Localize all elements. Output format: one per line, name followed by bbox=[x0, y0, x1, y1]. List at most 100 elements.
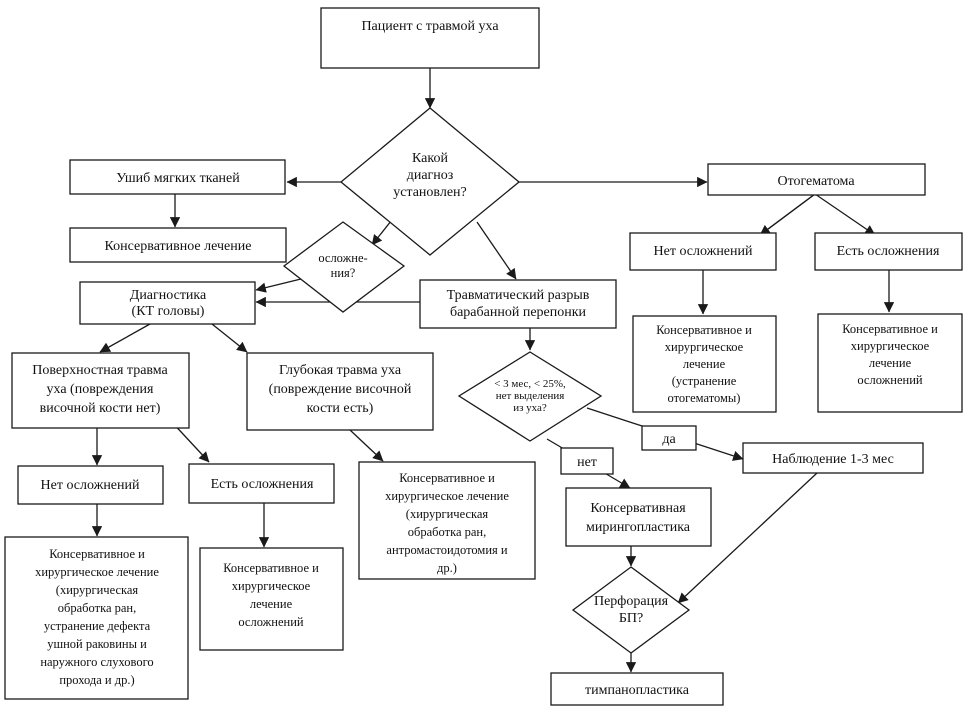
deep-line: кости есть) bbox=[307, 401, 374, 416]
node-tympano: тимпанопластика bbox=[550, 672, 724, 706]
sup-no-tx-line: наружного слухового bbox=[40, 655, 153, 669]
cons1-line: Консервативное лечение bbox=[105, 239, 252, 254]
node-sup-yes-tx-text: Консервативное ихирургическоелечениеосло… bbox=[223, 561, 319, 629]
sup-yes-tx-line: хирургическое bbox=[232, 579, 311, 593]
q-diag-line: диагноз bbox=[407, 168, 454, 183]
q-perf-line: БП? bbox=[619, 611, 643, 626]
myringo-line: мирингопластика bbox=[586, 520, 691, 535]
q-small-line: из уха? bbox=[513, 402, 547, 414]
node-sup-yes-tx: Консервативное ихирургическоелечениеосло… bbox=[199, 547, 344, 651]
sup-yes-tx-line: осложнений bbox=[238, 615, 304, 629]
node-deep-box bbox=[246, 352, 434, 431]
sup-no-tx-line: Консервативное и bbox=[49, 547, 145, 561]
node-oth-yes: Есть осложнения bbox=[814, 232, 963, 271]
edge-othematoma-split bbox=[759, 193, 876, 236]
node-deep-tx-box bbox=[358, 461, 536, 580]
node-q-small-shape bbox=[457, 351, 603, 442]
deep-line: (повреждение височной bbox=[269, 382, 412, 397]
q-diag-line: Какой bbox=[412, 151, 448, 166]
node-oth-yes-text: Есть осложнения bbox=[837, 244, 940, 259]
node-oth-no-tx-text: Консервативное и хирургическое лечение (уст… bbox=[656, 323, 752, 405]
q-compl-line: осложне- bbox=[318, 251, 367, 265]
node-superficial-text: Поверхностная травма уха (повреждения висо… bbox=[32, 363, 168, 416]
deep-tx-line: антромастоидотомия и bbox=[386, 543, 508, 557]
deep-tx-line: др.) bbox=[437, 561, 457, 575]
oth-no-tx-line: (устранение bbox=[672, 374, 737, 388]
sup-no-line: Нет осложнений bbox=[41, 478, 141, 493]
node-oth-no: Нет осложнений bbox=[629, 232, 777, 271]
node-deep-text: Глубокая травма уха (повреждение височной… bbox=[269, 363, 412, 416]
node-rupture-text: Травматический разрыв барабанной перепонк… bbox=[447, 288, 590, 320]
oth-no-tx-line: хирургическое bbox=[665, 340, 744, 354]
q-compl-line: ния? bbox=[331, 266, 356, 280]
node-q-compl-text: осложне-ния? bbox=[318, 251, 367, 280]
rupture-line: барабанной перепонки bbox=[450, 305, 587, 320]
oth-no-line: Нет осложнений bbox=[654, 244, 754, 259]
node-start-box bbox=[320, 7, 540, 69]
diag-ct-line: Диагностика bbox=[130, 288, 207, 303]
oth-yes-tx-line: осложнений bbox=[857, 373, 923, 387]
sup-no-tx-line: прохода и др.) bbox=[59, 673, 134, 687]
node-start: Пациент с травмой уха bbox=[320, 7, 540, 69]
node-bruise-text: Ушиб мягких тканей bbox=[116, 171, 240, 186]
node-q-diag-text: Какой диагноз установлен? bbox=[393, 151, 467, 200]
node-cons1: Консервативное лечение bbox=[69, 227, 287, 263]
edge-label-no: нет bbox=[560, 447, 614, 475]
node-diag-ct: Диагностика(КТ головы) bbox=[79, 281, 256, 325]
edge-label-yes-box bbox=[641, 425, 697, 451]
rupture-line: Травматический разрыв bbox=[447, 288, 590, 303]
node-observe-box bbox=[742, 442, 924, 474]
node-q-compl: осложне-ния? bbox=[282, 221, 406, 313]
node-oth-yes-tx-box bbox=[817, 313, 963, 413]
node-observe: Наблюдение 1-3 мес bbox=[742, 442, 924, 474]
q-small-line: < 3 мес, < 25%, bbox=[494, 378, 566, 390]
node-q-diag-shape bbox=[339, 107, 521, 256]
sup-no-tx-line: ушной раковины и bbox=[47, 637, 147, 651]
node-sup-no-box bbox=[17, 465, 164, 505]
node-oth-no-tx-box bbox=[632, 315, 777, 413]
node-observe-text: Наблюдение 1-3 мес bbox=[772, 452, 894, 467]
deep-line: Глубокая травма уха bbox=[279, 363, 402, 378]
superficial-line: уха (повреждения bbox=[47, 382, 155, 397]
edge-deep-to-tx bbox=[349, 429, 384, 462]
oth-no-tx-line: лечение bbox=[683, 357, 726, 371]
deep-tx-line: Консервативное и bbox=[399, 471, 495, 485]
node-q-diag: Какой диагноз установлен? bbox=[339, 107, 521, 256]
deep-tx-line: обработка ран, bbox=[408, 525, 487, 539]
superficial-line: Поверхностная травма bbox=[32, 363, 168, 378]
oth-yes-tx-line: Консервативное и bbox=[842, 322, 938, 336]
oth-no-tx-line: отогематомы) bbox=[668, 391, 741, 405]
node-oth-yes-box bbox=[814, 232, 963, 271]
bruise-line: Ушиб мягких тканей bbox=[116, 171, 240, 186]
node-othematoma-text: Отогематома bbox=[777, 174, 855, 189]
othematoma-line: Отогематома bbox=[777, 174, 855, 189]
node-sup-yes-text: Есть осложнения bbox=[211, 477, 314, 492]
node-sup-yes-box bbox=[188, 463, 335, 504]
sup-yes-line: Есть осложнения bbox=[211, 477, 314, 492]
node-oth-yes-tx-text: Консервативное ихирургическоелечениеосло… bbox=[842, 322, 938, 387]
node-othematoma-box bbox=[707, 163, 926, 196]
node-tympano-text: тимпанопластика bbox=[585, 683, 690, 698]
edge-ct-to-superficial bbox=[99, 323, 151, 353]
sup-no-tx-line: (хирургическая bbox=[56, 583, 139, 597]
sup-no-tx-line: устранение дефекта bbox=[44, 619, 151, 633]
sup-no-tx-line: обработка ран, bbox=[58, 601, 137, 615]
node-bruise-box bbox=[69, 159, 286, 195]
node-diag-ct-text: Диагностика(КТ головы) bbox=[130, 288, 207, 319]
node-tympano-box bbox=[550, 672, 724, 706]
superficial-line: височной кости нет) bbox=[40, 401, 161, 416]
q-diag-line: установлен? bbox=[393, 185, 467, 200]
node-sup-no-text: Нет осложнений bbox=[41, 478, 141, 493]
node-sup-yes-tx-box bbox=[199, 547, 344, 651]
node-q-perf-shape bbox=[571, 566, 691, 654]
edge-compl-to-ct bbox=[255, 277, 306, 293]
oth-no-tx-line: Консервативное и bbox=[656, 323, 752, 337]
